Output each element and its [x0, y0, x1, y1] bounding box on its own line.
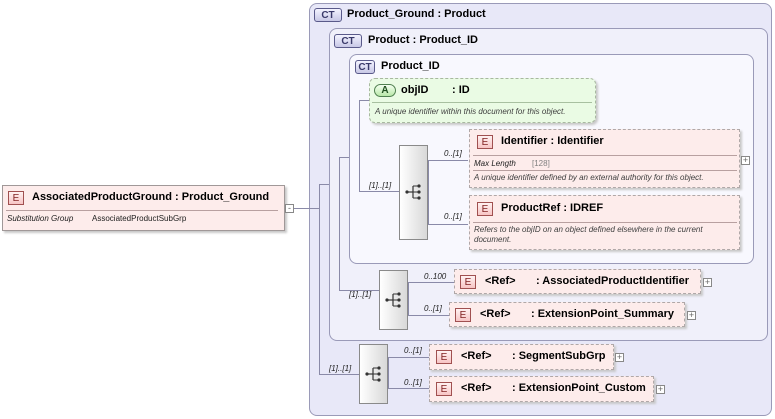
element-associatedproductidentifier[interactable]: [454, 269, 701, 294]
element-badge-icon: E: [8, 191, 24, 205]
connector-line: [408, 282, 409, 316]
element-badge-icon: E: [436, 382, 452, 396]
connector-line: [359, 191, 399, 192]
connector-line: [294, 208, 310, 209]
connector-line: [339, 157, 349, 158]
assocprodid-ref: <Ref>: [485, 275, 516, 287]
connector-line: [388, 357, 429, 358]
sequence-mid[interactable]: [379, 270, 408, 330]
assocprodid-cardinality: 0..100: [424, 272, 447, 281]
sequence-icon: [365, 366, 381, 382]
extsummary-ref: <Ref>: [480, 308, 511, 320]
expand-plus-icon[interactable]: +: [687, 310, 696, 320]
connector-line: [359, 100, 369, 101]
expand-plus-icon[interactable]: +: [703, 277, 712, 287]
expand-plus-icon[interactable]: -: [285, 204, 294, 213]
element-badge-icon: E: [477, 202, 493, 216]
connector-line: [408, 282, 454, 283]
connector-line: [339, 290, 379, 291]
ct-badge-icon: CT: [355, 60, 375, 74]
seq-inner-cardinality: [1]..[1]: [369, 181, 392, 190]
productref-title: ProductRef : IDREF: [501, 202, 604, 214]
productref-separator: [473, 222, 737, 223]
element-badge-icon: E: [460, 275, 476, 289]
substitution-group-label: Substitution Group: [7, 214, 74, 223]
sequence-icon: [405, 184, 421, 200]
connector-line: [319, 374, 359, 375]
expand-plus-icon[interactable]: +: [741, 155, 750, 165]
segsubgrp-ref: <Ref>: [461, 350, 492, 362]
root-separator: [6, 210, 278, 211]
sequence-icon: [385, 292, 401, 308]
extcustom-cardinality: 0..[1]: [404, 378, 422, 387]
connector-line: [319, 184, 320, 374]
substitution-group-value: AssociatedProductSubGrp: [92, 214, 187, 223]
ct-badge-icon: CT: [334, 34, 362, 48]
connector-line: [428, 224, 468, 225]
element-extensionpoint-custom[interactable]: [429, 376, 654, 402]
extsummary-cardinality: 0..[1]: [424, 304, 442, 313]
attr-separator: [372, 102, 592, 103]
identifier-doc: A unique identifier defined by an extern…: [474, 173, 704, 182]
seq-mid-cardinality: [1]..[1]: [349, 290, 372, 299]
connector-line: [339, 157, 340, 290]
identifier-cardinality: 0..[1]: [444, 149, 462, 158]
connector-line: [388, 388, 429, 389]
max-length-value: [128]: [532, 159, 550, 168]
attribute-objid[interactable]: [369, 78, 596, 123]
extcustom-type: : ExtensionPoint_Custom: [512, 382, 646, 394]
attribute-objid-doc: A unique identifier within this document…: [375, 107, 566, 116]
expand-plus-icon[interactable]: +: [656, 384, 665, 394]
connector-line: [428, 160, 429, 225]
connector-line: [309, 208, 319, 209]
extsummary-type: : ExtensionPoint_Summary: [531, 308, 675, 320]
max-length-label: Max Length: [474, 159, 516, 168]
connector-line: [428, 160, 468, 161]
identifier-title: Identifier : Identifier: [501, 135, 604, 147]
segsubgrp-type: : SegmentSubGrp: [512, 350, 606, 362]
element-badge-icon: E: [436, 350, 452, 364]
element-segmentsubgrp[interactable]: [429, 344, 614, 370]
ct-mid-title: Product : Product_ID: [368, 34, 479, 46]
identifier-separator: [473, 155, 737, 156]
root-element-title: AssociatedProductGround : Product_Ground: [32, 191, 270, 203]
productref-cardinality: 0..[1]: [444, 212, 462, 221]
segsubgrp-cardinality: 0..[1]: [404, 346, 422, 355]
root-element[interactable]: [2, 185, 285, 231]
attribute-objid-name: objID: [401, 84, 429, 96]
connector-line: [388, 357, 389, 389]
productref-doc: Refers to the objID on an object defined…: [474, 225, 703, 244]
connector-line: [319, 184, 329, 185]
element-extensionpoint-summary[interactable]: [449, 302, 685, 327]
seq-outer-cardinality: [1]..[1]: [329, 364, 352, 373]
element-badge-icon: E: [455, 308, 471, 322]
attribute-badge-icon: A: [374, 84, 396, 97]
element-badge-icon: E: [477, 135, 493, 149]
connector-line: [408, 315, 449, 316]
assocprodid-type: : AssociatedProductIdentifier: [536, 275, 690, 287]
ct-inner-title: Product_ID: [381, 60, 440, 72]
ct-badge-icon: CT: [314, 8, 342, 22]
element-identifier[interactable]: [469, 129, 740, 188]
connector-line: [359, 100, 360, 192]
extcustom-ref: <Ref>: [461, 382, 492, 394]
ct-outer-title: Product_Ground : Product: [347, 8, 486, 20]
attribute-objid-type: : ID: [452, 84, 470, 96]
identifier-separator-2: [473, 170, 737, 171]
expand-plus-icon[interactable]: +: [615, 352, 624, 362]
